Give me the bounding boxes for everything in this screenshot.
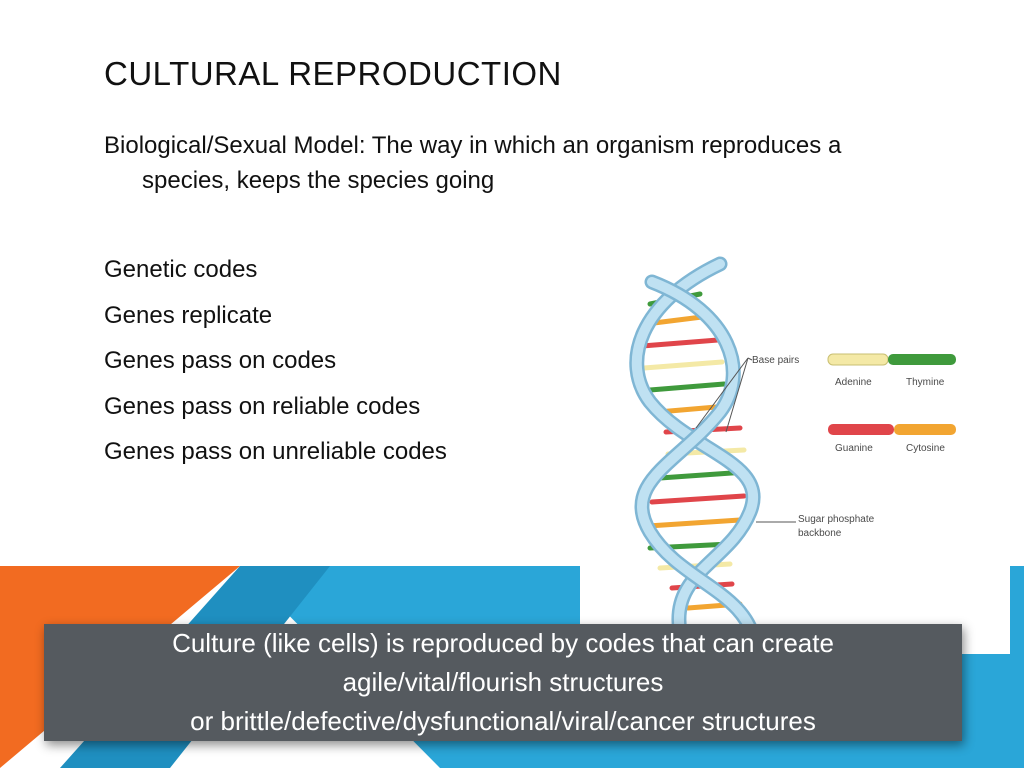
dna-figure: Base pairs Adenine Thymine Guanine Cytos… <box>629 256 956 654</box>
callout-line: Culture (like cells) is reproduced by co… <box>172 628 834 658</box>
bullet-list: Genetic codes Genes replicate Genes pass… <box>104 250 447 478</box>
thymine-swatch <box>888 354 956 365</box>
guanine-swatch <box>828 424 894 435</box>
backbone-callout: Sugar phosphate backbone <box>756 514 875 539</box>
backbone-label-line1: Sugar phosphate <box>798 514 875 525</box>
callout-line: or brittle/defective/dysfunctional/viral… <box>190 706 816 736</box>
base-pair-legend: Adenine Thymine Guanine Cytosine <box>827 353 956 454</box>
dna-double-helix-icon <box>629 256 763 654</box>
cytosine-swatch <box>894 424 956 435</box>
bullet-item: Genes pass on reliable codes <box>104 392 421 420</box>
bullet-item: Genes replicate <box>104 301 273 329</box>
base-pairs-callout: Base pairs <box>695 355 799 433</box>
backbone-label-line2: backbone <box>798 528 842 539</box>
slide-title: CULTURAL REPRODUCTION <box>104 55 562 92</box>
adenine-label: Adenine <box>835 377 872 388</box>
summary-callout-box: Culture (like cells) is reproduced by co… <box>44 624 962 741</box>
thymine-label: Thymine <box>906 377 945 388</box>
base-pairs-label: Base pairs <box>752 355 799 366</box>
adenine-swatch <box>827 353 889 366</box>
bullet-item: Genetic codes <box>104 256 258 283</box>
guanine-label: Guanine <box>835 443 873 454</box>
intro-text: Biological/Sexual Model: The way in whic… <box>104 132 842 194</box>
bullet-item: Genes pass on codes <box>104 347 337 374</box>
bullet-item: Genes pass on unreliable codes <box>104 438 447 465</box>
cytosine-label: Cytosine <box>906 443 945 454</box>
callout-line: agile/vital/flourish structures <box>342 667 664 697</box>
